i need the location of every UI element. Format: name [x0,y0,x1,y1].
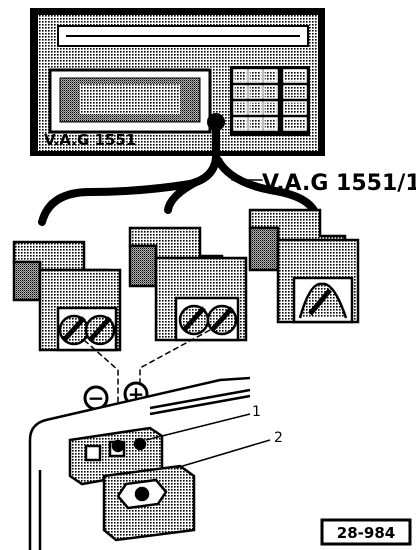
connector-left [12,240,122,352]
callout-2: 2 [274,430,283,446]
figure-number-box: 28-984 [320,518,412,546]
tester-device: V.A.G 1551 [30,8,325,156]
diagnostic-socket [207,113,225,131]
keypad [230,66,310,136]
figure-number: 28-984 [337,524,395,542]
cable-label: V.A.G 1551/1 [262,171,416,196]
svg-text:−: − [88,386,105,410]
connector-middle [128,226,248,342]
connector-right [248,208,360,324]
device-label: V.A.G 1551 [44,131,136,149]
callout-leaders [145,413,271,469]
terminal-block [28,376,251,550]
callout-1: 1 [252,404,261,420]
cable [38,124,320,226]
